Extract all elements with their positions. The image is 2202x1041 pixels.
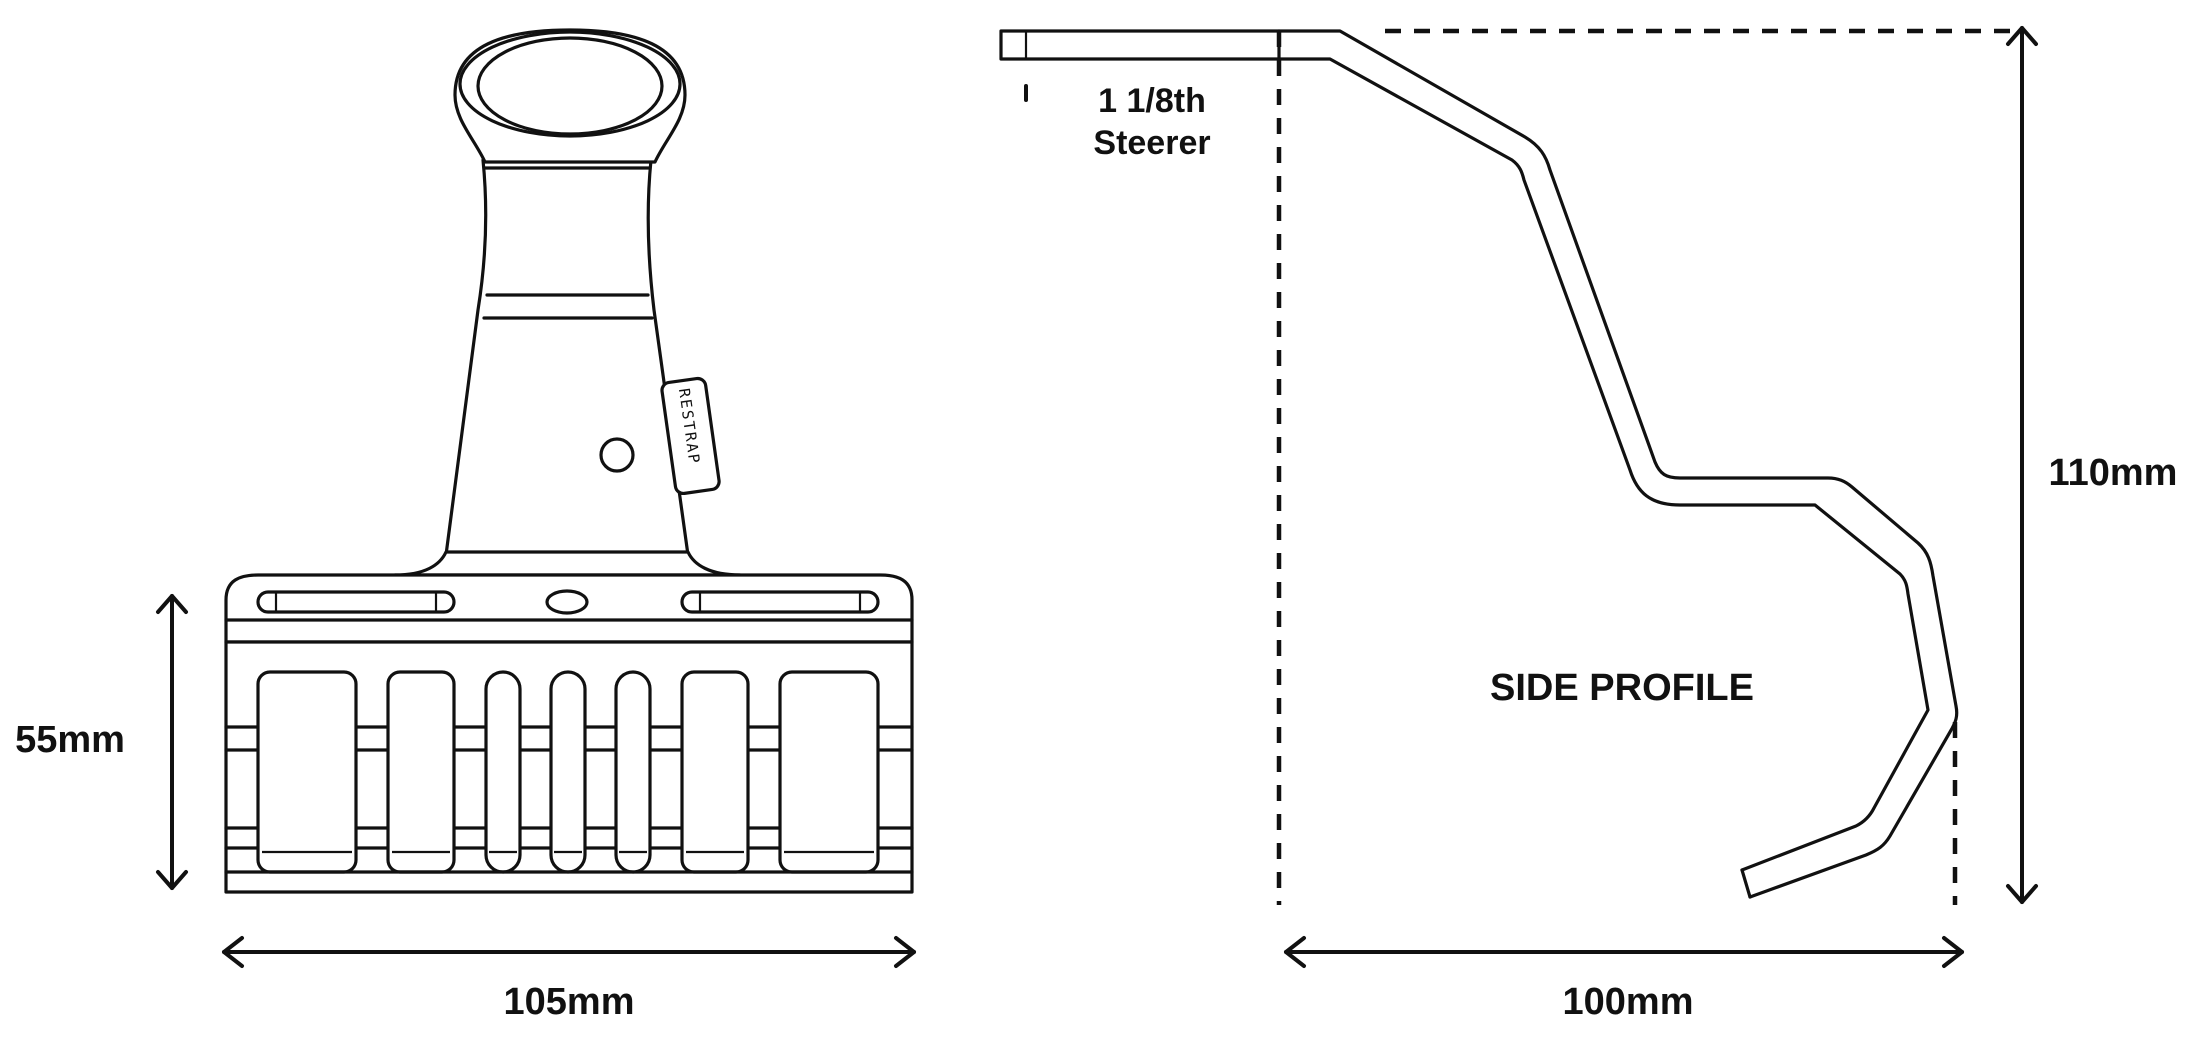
stem-neck xyxy=(444,158,690,557)
steerer-label-line1: 1 1/8th xyxy=(1098,82,1206,120)
steerer-label-line2: Steerer xyxy=(1093,124,1210,162)
profile-outer xyxy=(1277,29,1959,899)
width-dimension-left xyxy=(222,936,916,968)
height-label-left: 55mm xyxy=(15,719,125,761)
strap-slot-2 xyxy=(386,670,456,874)
height-dimension-left xyxy=(156,594,188,890)
steerer-stub xyxy=(999,29,1281,61)
height-dimension-right xyxy=(2006,26,2038,904)
strap-slot-5 xyxy=(614,670,652,874)
width-label-left: 105mm xyxy=(504,981,635,1023)
width-label-right: 100mm xyxy=(1563,981,1694,1023)
profile-tip xyxy=(1740,868,1752,899)
plate-center-hole xyxy=(545,589,589,615)
strap-slot-1 xyxy=(256,670,358,874)
strap-slot-3 xyxy=(484,670,522,874)
side-view: 100mm 110mm 1 1/8th Steerer SIDE PROFILE xyxy=(999,26,2178,1023)
width-dimension-right xyxy=(1284,936,1964,968)
plate-slot-right xyxy=(680,590,880,614)
strap-slot-4 xyxy=(549,670,587,874)
neck-fillet xyxy=(393,550,742,577)
front-view: RESTRAP xyxy=(15,28,916,1023)
strap-slot-7 xyxy=(778,670,880,874)
clamp-ring-rim xyxy=(458,30,682,138)
strap-slot-6 xyxy=(680,670,750,874)
plate-slot-left xyxy=(256,590,456,614)
brand-tag: RESTRAP xyxy=(660,376,721,496)
height-label-right: 110mm xyxy=(2049,452,2178,494)
profile-inner xyxy=(1277,57,1930,872)
strap-slots xyxy=(256,670,880,874)
clamp-ring-bore xyxy=(476,36,664,136)
side-profile-label: SIDE PROFILE xyxy=(1490,667,1754,709)
neck-bolt-hole xyxy=(599,437,635,473)
